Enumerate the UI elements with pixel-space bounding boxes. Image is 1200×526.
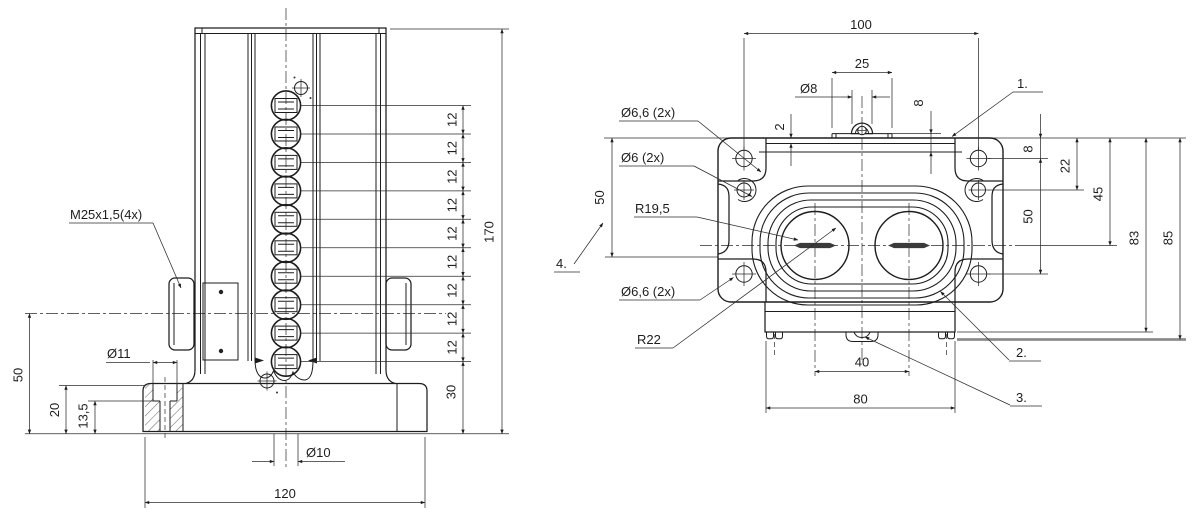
dim-50-left-view: 50 — [11, 313, 32, 434]
pitch-dimension-chain: 12 12 12 12 12 12 12 12 12 — [445, 105, 465, 362]
dim-pitch-label: 12 — [445, 340, 460, 354]
terminal-stack — [270, 90, 302, 378]
dim-25: 25 — [831, 56, 893, 128]
clamp-arrow-right — [308, 357, 317, 364]
cable-gland-right — [385, 277, 412, 351]
dim-30-label: 30 — [444, 385, 459, 399]
small-holes — [734, 180, 989, 200]
dim-dia11-label: Ø11 — [107, 346, 131, 361]
label-corner-holes-top: Ø6,6 (2x) — [621, 105, 675, 120]
dim-pitch-label: 12 — [445, 141, 460, 155]
dim-13-5-label: 13,5 — [76, 403, 91, 428]
dim-80: 80 — [765, 341, 956, 413]
dim-120-label: 120 — [274, 486, 296, 501]
right-dimension-stack: 8 50 22 45 83 85 — [957, 114, 1182, 340]
dim-dia8: Ø8 — [795, 81, 890, 124]
label-small-holes: Ø6 (2x) — [621, 150, 664, 165]
thread-callout-label: M25x1,5(4x) — [70, 207, 142, 222]
dim-50-label: 50 — [11, 368, 26, 382]
dim-170-label: 170 — [482, 221, 497, 243]
gasket-rings — [751, 185, 973, 306]
label-radius-inner: R19,5 — [635, 201, 670, 216]
callout-3-label: 3. — [1016, 390, 1027, 405]
callout-4-label: 4. — [556, 256, 567, 271]
dim-2: 2 — [772, 114, 793, 166]
dim-80-label: 80 — [853, 392, 867, 407]
dim-22-label: 22 — [1058, 159, 1073, 173]
side-view: 12 12 12 12 12 12 12 12 12 30 170 50 — [11, 8, 509, 508]
dim-2-label: 2 — [772, 123, 787, 130]
housing-body — [717, 137, 1004, 303]
dim-25-label: 25 — [855, 56, 869, 71]
dim-13-5: 13,5 — [76, 400, 153, 434]
dim-pitch-label: 12 — [445, 312, 460, 326]
dim-20-label: 20 — [47, 403, 62, 417]
clamp-arrow-left — [255, 357, 264, 364]
rating-plate — [202, 282, 239, 361]
dim-50-right-label: 50 — [1021, 209, 1036, 223]
dim-dia10-label: Ø10 — [306, 445, 331, 460]
label-radius-outer: R22 — [637, 332, 661, 347]
screw-slot-right — [888, 242, 930, 249]
callouts: 1. 2. 3. 4. — [554, 76, 1043, 407]
dim-8-right-label: 8 — [1021, 145, 1036, 152]
dim-85-label: 85 — [1161, 231, 1176, 245]
dim-50-left-label: 50 — [592, 190, 607, 204]
terminal-openings — [780, 210, 944, 281]
base-pedestal — [25, 377, 509, 441]
dim-50-left: 50 — [592, 137, 718, 258]
dim-170: 170 — [390, 28, 509, 434]
dim-dia8-label: Ø8 — [800, 81, 817, 96]
cable-gland-left — [168, 277, 195, 351]
dim-100-label: 100 — [850, 17, 872, 32]
dim-8-boss-label: 8 — [911, 99, 926, 106]
tower-body — [185, 27, 396, 385]
dim-8-boss: 8 — [911, 99, 933, 174]
dim-100: 100 — [743, 17, 979, 151]
dim-83-label: 83 — [1127, 231, 1142, 245]
screw-top — [292, 76, 312, 99]
callout-1-label: 1. — [1017, 76, 1028, 91]
center-tab — [845, 332, 879, 342]
screw-bottom — [257, 371, 278, 394]
dim-40-label: 40 — [855, 355, 869, 370]
dim-pitch-label: 12 — [445, 169, 460, 183]
label-corner-holes-bottom: Ø6,6 (2x) — [621, 284, 675, 299]
dim-120: 120 — [144, 437, 426, 508]
callout-2-label: 2. — [1016, 345, 1027, 360]
dim-pitch-label: 12 — [445, 198, 460, 212]
bottom-strip — [764, 301, 956, 356]
dim-pitch-label: 12 — [445, 255, 460, 269]
screw-slot-left — [794, 242, 836, 249]
dim-pitch-label: 12 — [445, 113, 460, 127]
hole-labels: Ø6,6 (2x) Ø6 (2x) R19,5 Ø6,6 (2x) R22 — [619, 105, 837, 349]
section-hatch — [145, 383, 183, 431]
dim-40: 40 — [814, 355, 910, 374]
dim-pitch-label: 12 — [445, 226, 460, 240]
dim-45-label: 45 — [1091, 187, 1106, 201]
bottom-skirt — [254, 359, 314, 382]
dim-30: 30 — [444, 361, 465, 434]
dim-dia11: Ø11 — [106, 346, 178, 388]
dim-20: 20 — [47, 385, 145, 434]
dim-dia10: Ø10 — [252, 433, 345, 466]
top-view: 100 25 Ø8 2 8 8 — [554, 17, 1186, 413]
corner-holes — [732, 146, 991, 286]
row-extension-lines — [301, 105, 471, 362]
dim-pitch-label: 12 — [445, 283, 460, 297]
thread-callout: M25x1,5(4x) — [69, 207, 182, 289]
earth-boss — [831, 122, 941, 138]
